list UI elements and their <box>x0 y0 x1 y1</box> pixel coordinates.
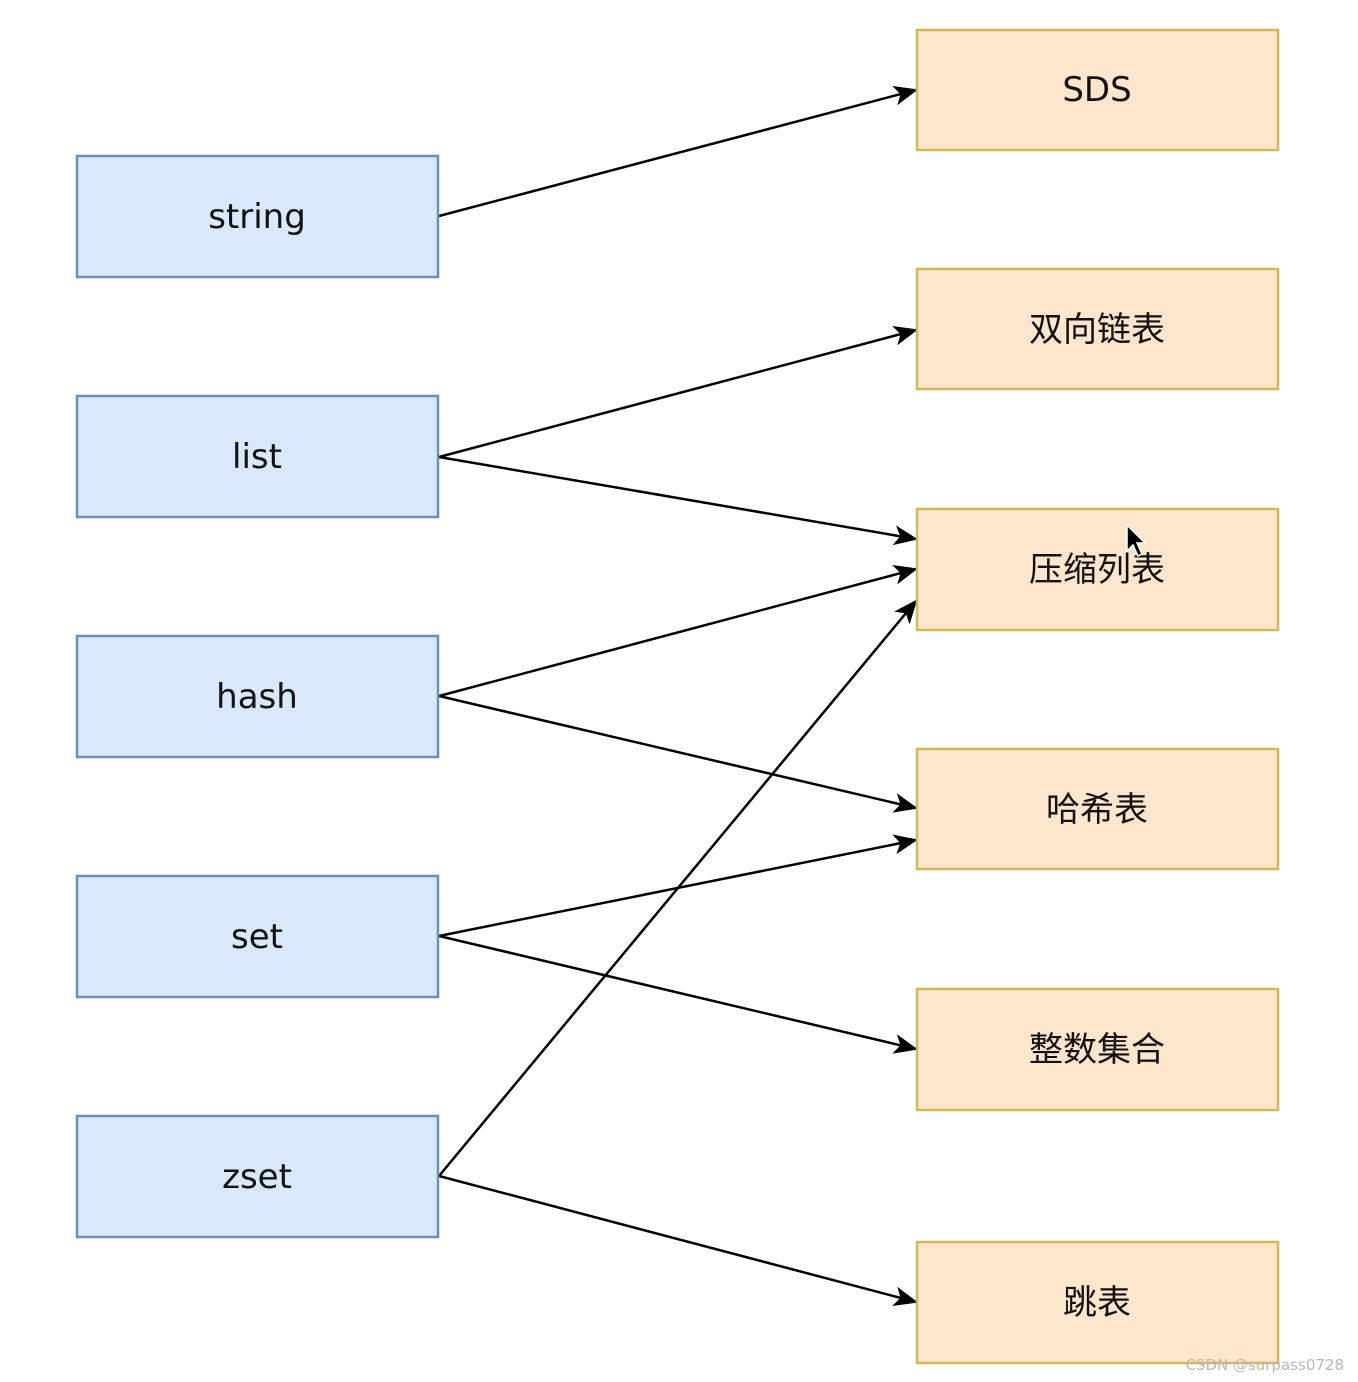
edge-zset-to-skiplist <box>438 1174 918 1307</box>
source-node-list[interactable]: list <box>75 394 440 519</box>
edge-hash-to-ziplist <box>438 564 918 698</box>
target-node-ziplist[interactable]: 压缩列表 <box>915 507 1280 632</box>
target-label: 双向链表 <box>1029 310 1165 350</box>
source-label: list <box>232 437 282 477</box>
source-label: string <box>208 197 306 237</box>
edge-zset-to-ziplist <box>438 599 918 1177</box>
target-label: 整数集合 <box>1029 1030 1165 1070</box>
edge-list-to-linkedlist <box>438 325 918 459</box>
target-node-linkedlist[interactable]: 双向链表 <box>915 267 1280 391</box>
source-label: set <box>231 917 283 957</box>
target-node-hashtable[interactable]: 哈希表 <box>915 747 1280 871</box>
target-node-skiplist[interactable]: 跳表 <box>915 1240 1280 1365</box>
watermark: CSDN @surpass0728 <box>1185 1356 1344 1374</box>
edge-hash-to-hashtable <box>438 694 918 813</box>
source-label: hash <box>216 677 298 717</box>
edge-list-to-ziplist <box>438 455 918 546</box>
source-node-string[interactable]: string <box>75 154 440 279</box>
edge-string-to-sds <box>438 85 918 218</box>
target-label: 跳表 <box>1063 1283 1131 1323</box>
edge-set-to-intset <box>438 934 918 1054</box>
edges <box>438 85 918 1307</box>
source-node-hash[interactable]: hash <box>75 634 440 759</box>
target-label: SDS <box>1062 70 1131 110</box>
source-label: zset <box>222 1157 292 1197</box>
target-label: 哈希表 <box>1046 790 1148 830</box>
source-node-zset[interactable]: zset <box>75 1114 440 1239</box>
source-node-set[interactable]: set <box>75 874 440 999</box>
target-node-intset[interactable]: 整数集合 <box>915 987 1280 1112</box>
mouse-cursor-icon <box>1126 523 1147 558</box>
target-label: 压缩列表 <box>1029 550 1165 590</box>
target-node-sds[interactable]: SDS <box>915 28 1280 152</box>
